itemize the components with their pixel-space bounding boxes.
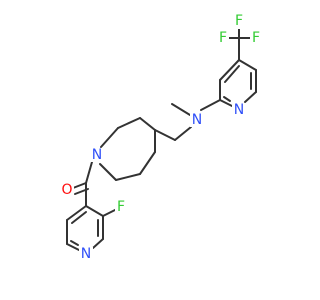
nitrogen-pyridine-top-label: N: [234, 102, 244, 118]
fluorine-ring-label: F: [117, 199, 125, 215]
bond-ring2-c: [92, 238, 104, 249]
bond-ring2-fluorine: [102, 208, 118, 217]
bond-pip-a: [139, 117, 156, 131]
bond-carbonyl-o: [72, 182, 87, 189]
bond-pip-c: [100, 127, 119, 148]
bond-ring2-f: [66, 205, 87, 221]
nitrogen-amine-label: N: [192, 112, 202, 128]
bond-ring1-c: [244, 91, 257, 103]
bond-ch2-pip: [154, 129, 176, 141]
bond-ring2-d-double: [70, 240, 79, 246]
bonds: [66, 25, 257, 251]
bond-pipn-carbonyl: [85, 161, 93, 184]
fluorine-left-label: F: [219, 30, 227, 46]
bond-ring1-a: [238, 59, 257, 71]
bond-ring1-f: [219, 59, 240, 81]
bond-ring1-d-double: [223, 96, 231, 102]
bond-amine-ch2: [174, 126, 192, 141]
nitrogen-pyridine-bottom-label: N: [81, 246, 91, 262]
bond-amine-methyl: [171, 103, 191, 116]
fluorine-top-label: F: [235, 13, 243, 29]
bond-pip-b: [117, 117, 141, 129]
nitrogen-piperidine-label: N: [92, 147, 102, 163]
bond-ring1-d: [219, 99, 233, 107]
bond-pip-f: [139, 151, 156, 175]
atom-labels: F F F N N N O F N: [60, 13, 262, 262]
molecule-drawing: F F F N N N O F N: [60, 13, 262, 262]
bond-ring2-a: [85, 205, 104, 217]
chemical-structure-canvas: F F F N N N O F N: [60, 13, 262, 262]
bond-pip-d: [99, 163, 117, 181]
bond-ring2-d: [66, 243, 80, 251]
bond-ring2-f-double: [71, 211, 87, 224]
bond-ring1-f-double: [224, 65, 240, 83]
oxygen-carbonyl-label: O: [61, 182, 72, 198]
fluorine-right-label: F: [252, 30, 260, 46]
bond-ring1-amine: [200, 99, 221, 111]
bond-pip-e: [115, 173, 141, 181]
